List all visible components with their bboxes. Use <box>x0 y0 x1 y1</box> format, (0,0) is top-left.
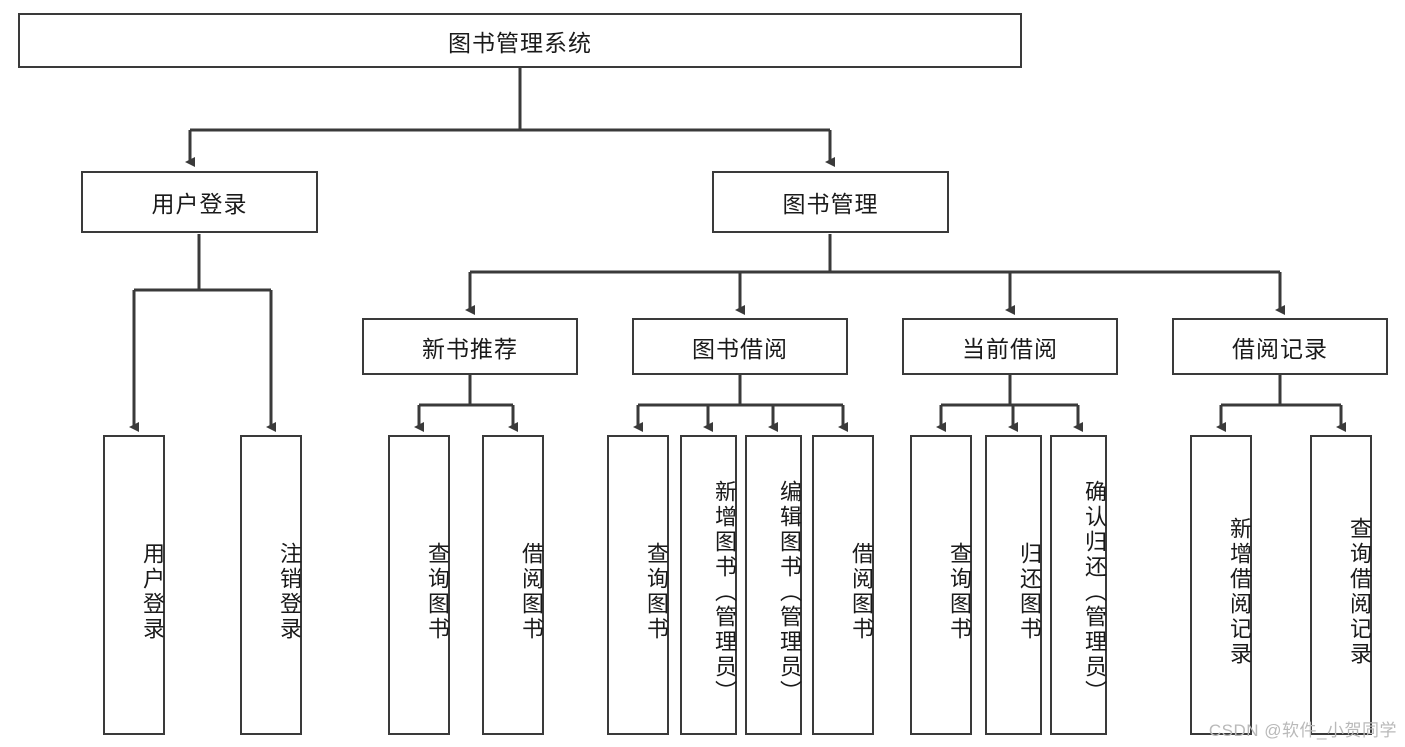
node-label: 查询图书 <box>947 542 972 642</box>
node-label: 用户登录 <box>151 191 248 217</box>
leaf-query-book-new[interactable]: 查询图书 <box>388 435 450 735</box>
node-label: 图书借阅 <box>692 335 788 362</box>
node-book-management[interactable]: 图书管理 <box>712 171 949 233</box>
node-label: 借阅图书 <box>519 542 544 642</box>
leaf-logout[interactable]: 注销登录 <box>240 435 302 735</box>
leaf-add-borrow-record[interactable]: 新增借阅记录 <box>1190 435 1252 735</box>
node-label: 归还图书 <box>1017 542 1042 642</box>
node-label: 图书管理系统 <box>448 29 592 56</box>
node-label: 借阅记录 <box>1232 335 1328 362</box>
watermark: CSDN @软件_小贺同学 <box>1208 721 1397 740</box>
leaf-query-book-borrow[interactable]: 查询图书 <box>607 435 669 735</box>
node-label: 查询图书 <box>644 542 669 642</box>
node-label: 确认归还（管理员） <box>1082 479 1107 705</box>
node-label: 查询借阅记录 <box>1347 517 1372 667</box>
node-label: 图书管理 <box>782 191 879 217</box>
node-label: 借阅图书 <box>849 542 874 642</box>
node-root[interactable]: 图书管理系统 <box>18 13 1022 68</box>
leaf-query-borrow-record[interactable]: 查询借阅记录 <box>1310 435 1372 735</box>
node-book-borrow[interactable]: 图书借阅 <box>632 318 848 375</box>
node-user-login[interactable]: 用户登录 <box>81 171 318 233</box>
leaf-add-book-admin[interactable]: 新增图书（管理员） <box>680 435 737 735</box>
node-label: 用户登录 <box>140 542 165 642</box>
node-label: 新增借阅记录 <box>1227 517 1252 667</box>
node-new-book-recommend[interactable]: 新书推荐 <box>362 318 578 375</box>
node-label: 编辑图书（管理员） <box>777 479 802 705</box>
node-label: 新书推荐 <box>422 335 518 362</box>
leaf-confirm-return-admin[interactable]: 确认归还（管理员） <box>1050 435 1107 735</box>
node-current-borrow[interactable]: 当前借阅 <box>902 318 1118 375</box>
node-label: 注销登录 <box>277 542 302 642</box>
leaf-edit-book-admin[interactable]: 编辑图书（管理员） <box>745 435 802 735</box>
leaf-query-book-current[interactable]: 查询图书 <box>910 435 972 735</box>
node-label: 查询图书 <box>425 542 450 642</box>
node-label: 当前借阅 <box>962 335 1058 362</box>
leaf-borrow-book-new[interactable]: 借阅图书 <box>482 435 544 735</box>
leaf-borrow-book[interactable]: 借阅图书 <box>812 435 874 735</box>
node-label: 新增图书（管理员） <box>712 479 737 705</box>
leaf-return-book[interactable]: 归还图书 <box>985 435 1042 735</box>
leaf-user-login[interactable]: 用户登录 <box>103 435 165 735</box>
node-borrow-records[interactable]: 借阅记录 <box>1172 318 1388 375</box>
